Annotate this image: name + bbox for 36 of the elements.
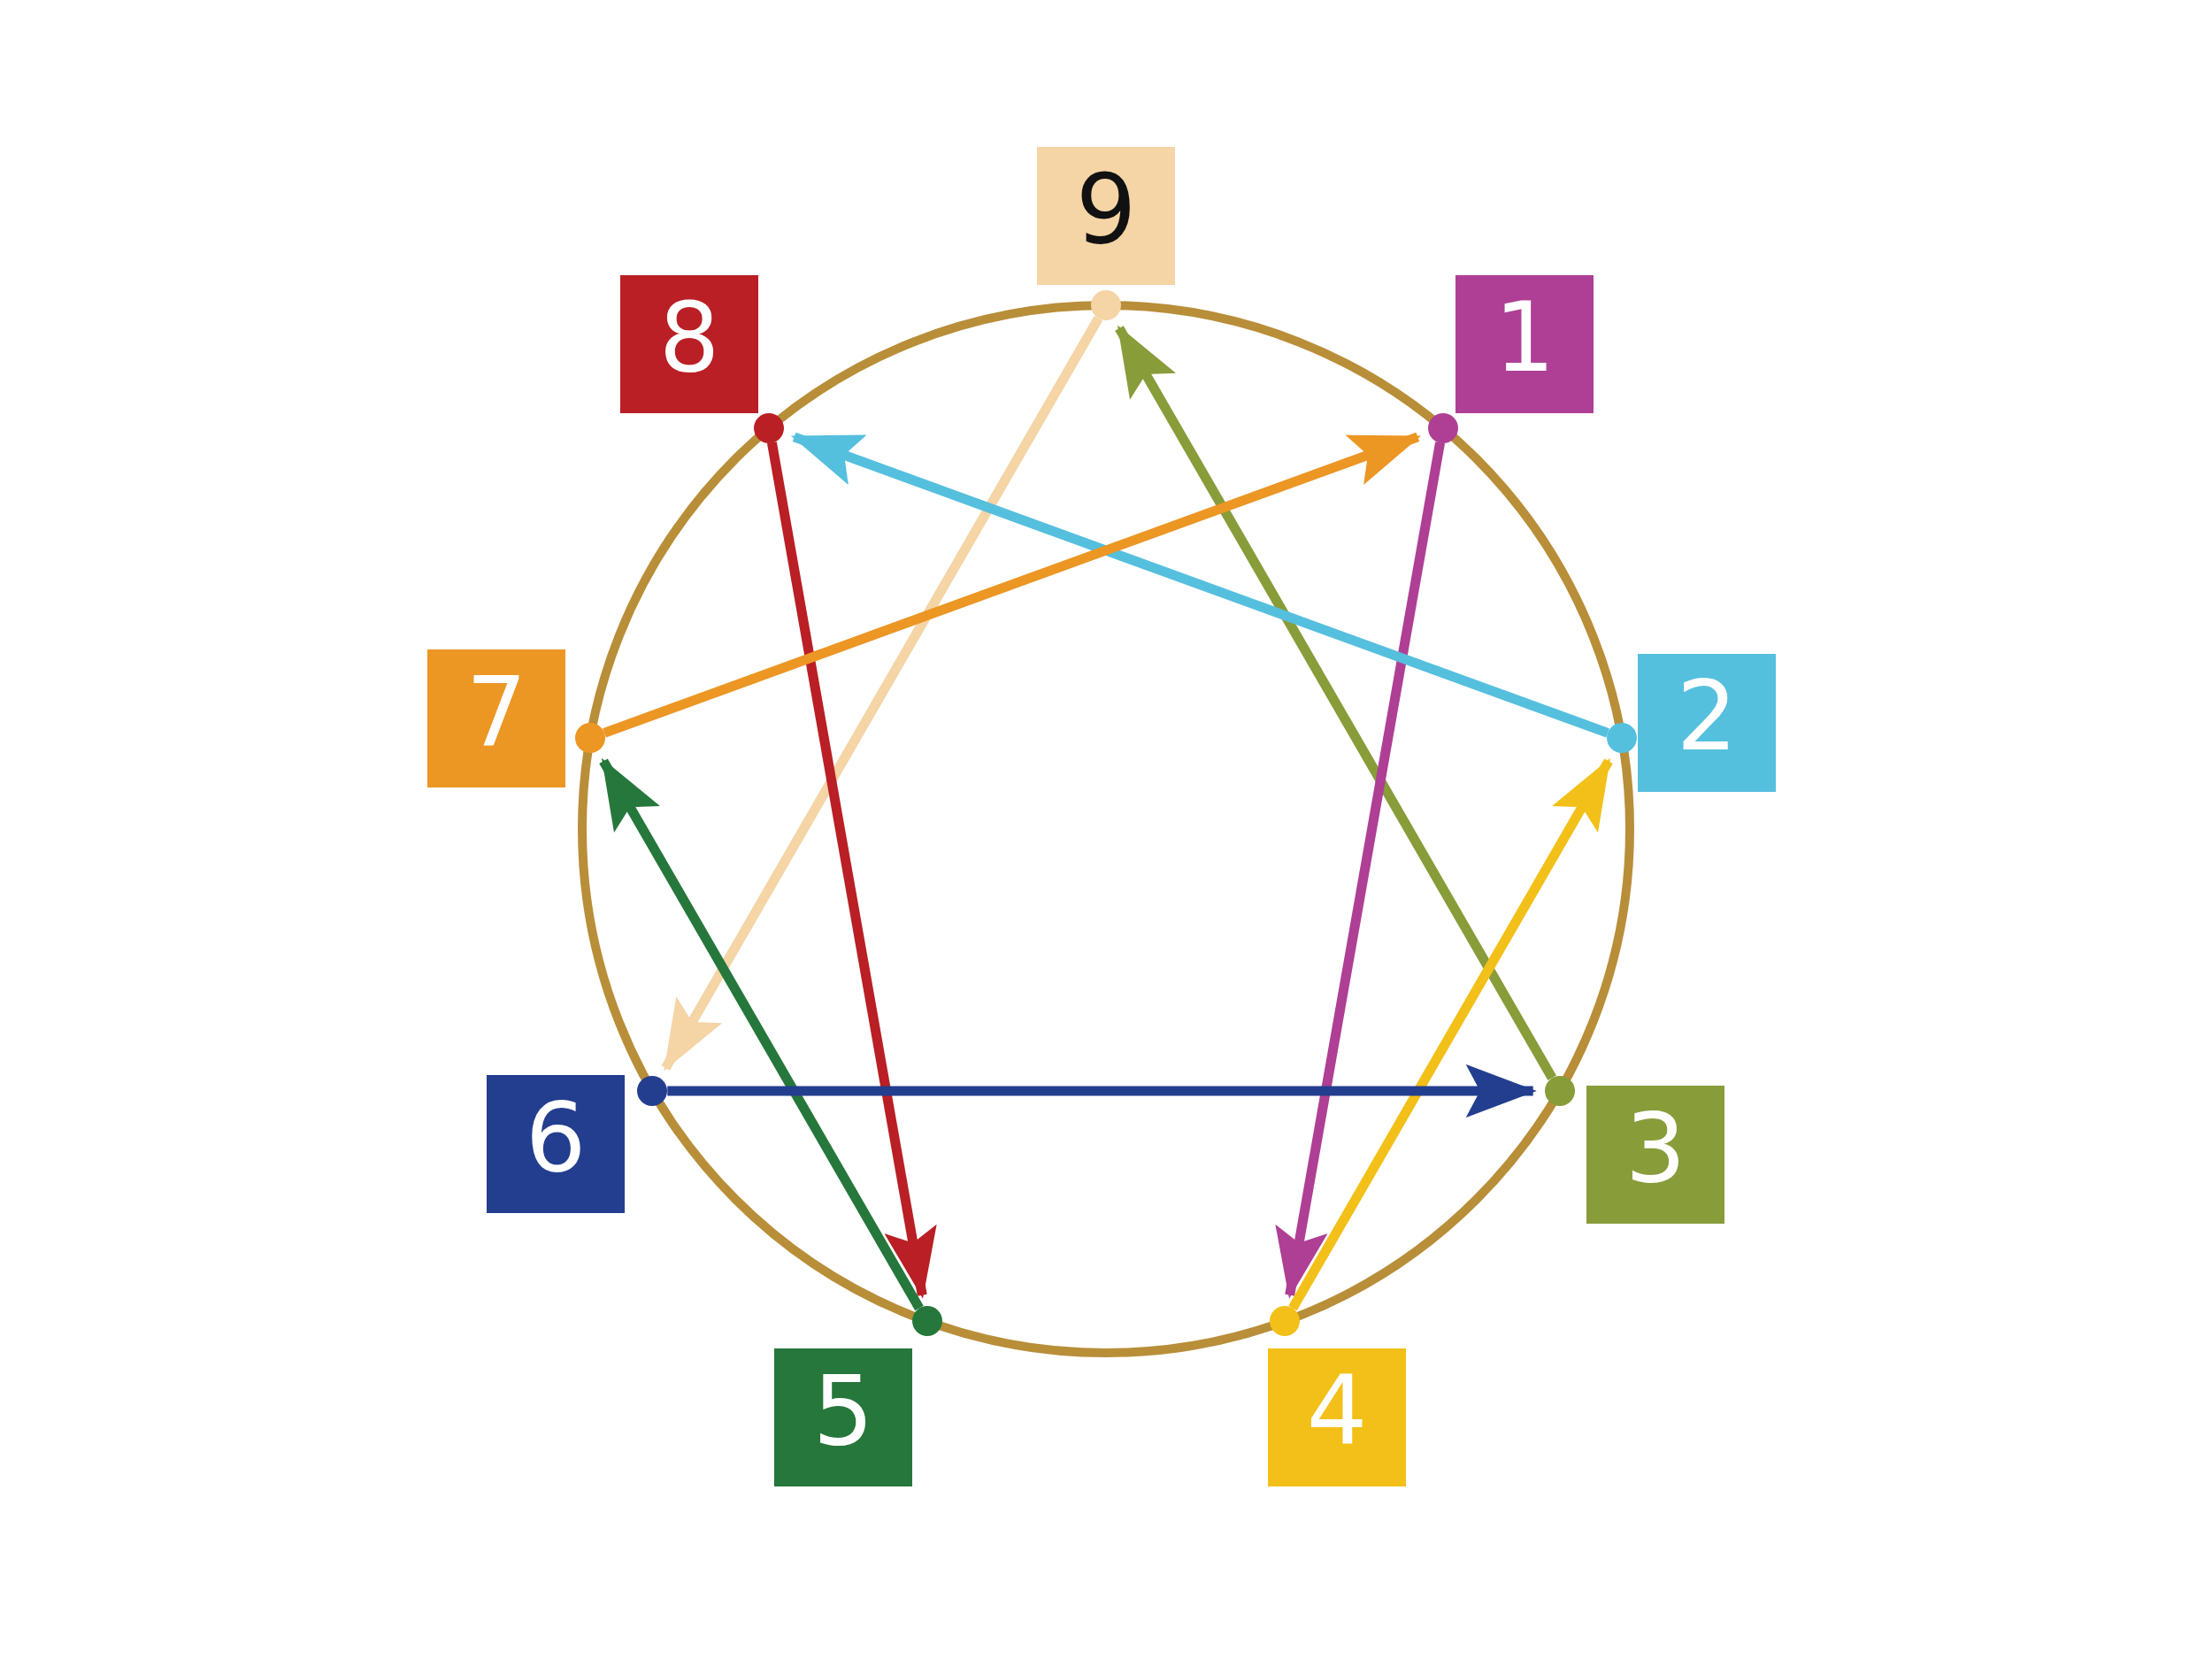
arrow <box>767 442 937 1299</box>
type-number: 7 <box>465 664 527 760</box>
number-tile <box>427 649 565 787</box>
number-tile <box>774 1348 912 1486</box>
type-number: 6 <box>525 1090 587 1186</box>
point-dot <box>1607 723 1637 754</box>
point-dot <box>1544 1076 1575 1106</box>
type-number: 2 <box>1676 669 1738 764</box>
point-dot <box>911 1306 942 1337</box>
type-number: 5 <box>812 1363 874 1459</box>
number-tile <box>487 1075 625 1213</box>
point-dot <box>1270 1306 1301 1337</box>
type-number: 3 <box>1624 1101 1686 1196</box>
number-tile <box>620 275 758 413</box>
arrow <box>1288 757 1613 1311</box>
arrow <box>661 315 1103 1071</box>
number-tile <box>1455 275 1594 413</box>
arrow <box>1275 442 1445 1299</box>
number-tile <box>1586 1086 1724 1224</box>
arrow <box>603 432 1422 738</box>
point-dot <box>1427 412 1458 443</box>
number-tile <box>1037 147 1175 285</box>
type-number: 9 <box>1075 162 1137 257</box>
point-dot <box>1091 290 1121 320</box>
type-number: 8 <box>658 290 720 386</box>
arrow <box>599 757 924 1311</box>
number-tile <box>1638 654 1776 792</box>
point-dot <box>575 723 605 754</box>
type-number: 1 <box>1494 290 1555 386</box>
arrow <box>667 1064 1537 1118</box>
arrow <box>1115 325 1556 1081</box>
arrow <box>790 432 1609 738</box>
type-number: 4 <box>1306 1363 1368 1459</box>
point-dot <box>754 412 785 443</box>
point-dot <box>637 1076 668 1106</box>
number-tile <box>1268 1348 1406 1486</box>
